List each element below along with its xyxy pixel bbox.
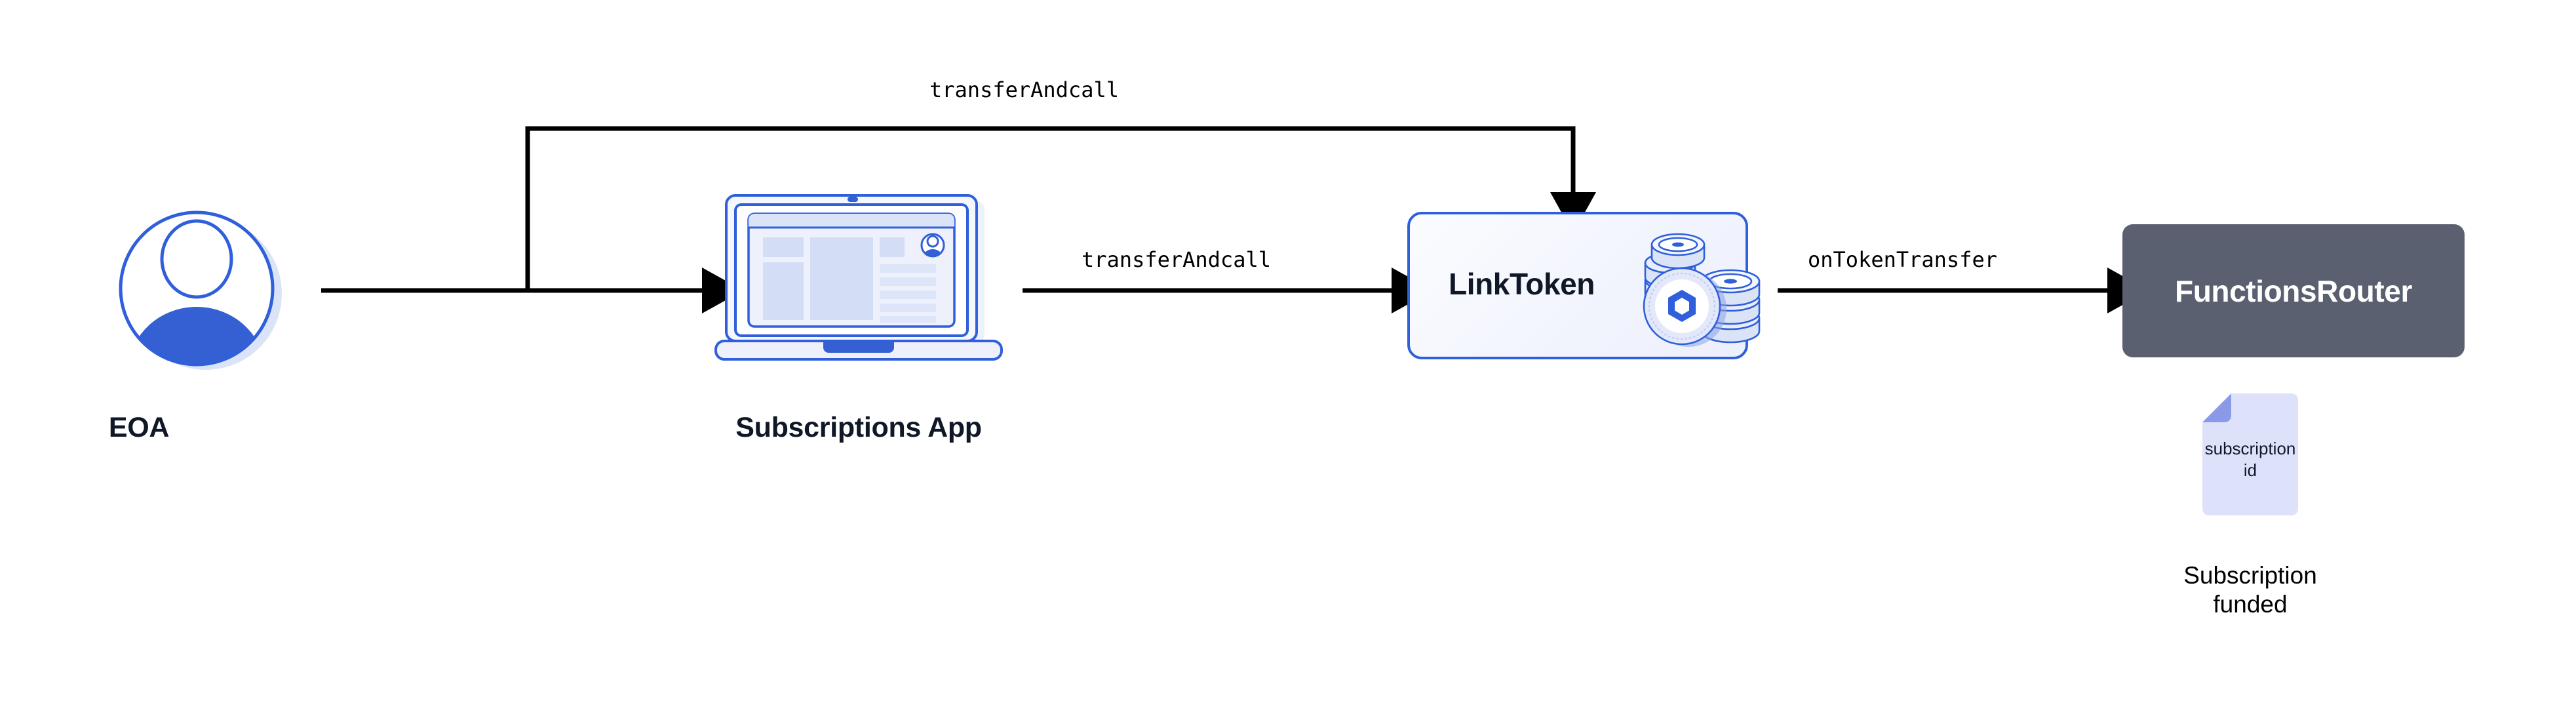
node-label-linktoken: LinkToken [1449, 267, 1595, 301]
document-text: subscription id [2204, 439, 2296, 480]
edge-label-transferandcall-top: transferAndcall [929, 77, 1119, 102]
laptop-icon [714, 194, 1003, 361]
edge-label-ontokentransfer: onTokenTransfer [1808, 247, 1997, 272]
link-coins-icon [1643, 233, 1761, 347]
node-label-subscription-funded: Subscription funded [2183, 562, 2317, 618]
edge-label-transferandcall-mid: transferAndcall [1082, 247, 1271, 272]
node-label-eoa: EOA [108, 412, 170, 443]
node-label-functionsrouter: FunctionsRouter [2175, 273, 2412, 308]
document-icon [2202, 393, 2298, 515]
node-functionsrouter-box: FunctionsRouter [2122, 224, 2465, 357]
user-avatar-icon [119, 210, 282, 370]
node-label-subscriptions-app: Subscriptions App [735, 412, 982, 443]
